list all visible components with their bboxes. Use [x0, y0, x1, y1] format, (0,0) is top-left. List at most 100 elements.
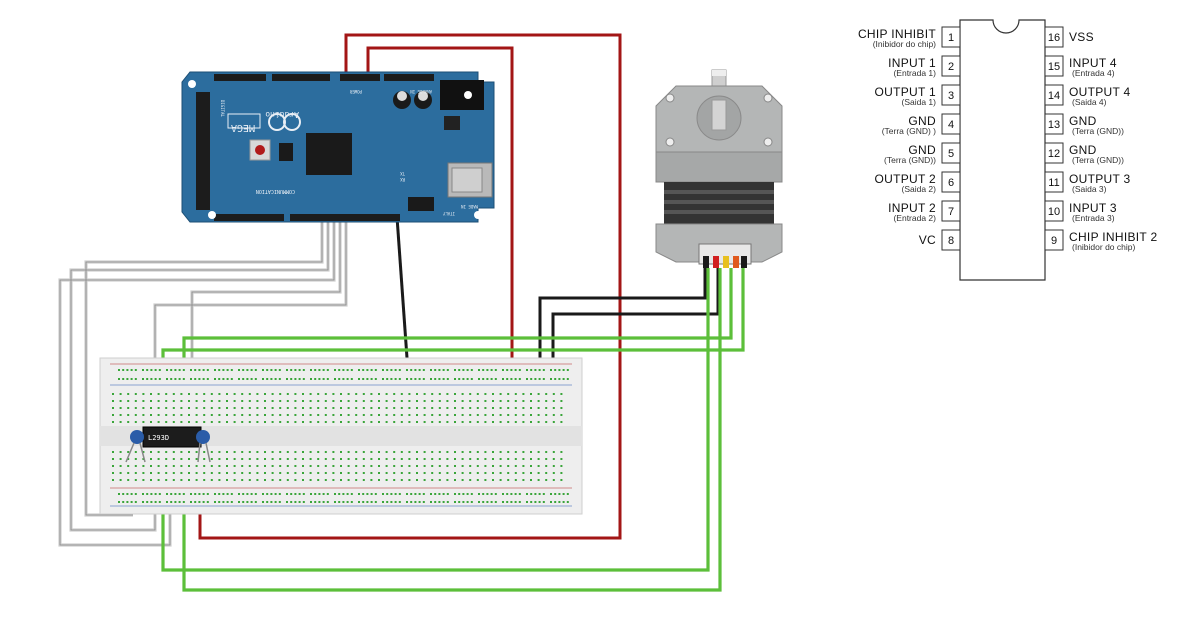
breadboard-hole: [309, 421, 312, 423]
breadboard-hole: [438, 369, 441, 371]
breadboard-hole: [294, 479, 297, 481]
breadboard-hole: [490, 493, 493, 495]
breadboard-hole: [172, 414, 175, 416]
breadboard-hole: [438, 393, 441, 395]
breadboard-hole: [182, 369, 185, 371]
breadboard-hole: [398, 501, 401, 503]
breadboard-hole: [385, 479, 388, 481]
breadboard-hole: [486, 369, 489, 371]
breadboard-hole: [358, 501, 360, 503]
pin-number: 6: [948, 177, 954, 189]
breadboard-hole: [324, 451, 327, 453]
breadboard-hole: [522, 414, 525, 416]
breadboard-hole: [182, 493, 185, 495]
breadboard-hole: [150, 421, 152, 423]
breadboard-hole: [112, 465, 114, 467]
breadboard-hole: [165, 465, 168, 467]
breadboard-hole: [350, 378, 353, 380]
breadboard-hole: [158, 501, 161, 503]
breadboard-hole: [334, 378, 336, 380]
breadboard-hole: [218, 451, 221, 453]
breadboard-hole: [194, 378, 197, 380]
breadboard-hole: [431, 400, 434, 402]
breadboard-hole: [522, 458, 525, 460]
breadboard-hole: [218, 369, 221, 371]
breadboard-hole: [248, 465, 251, 467]
breadboard-hole: [393, 393, 396, 395]
breadboard-hole: [430, 369, 432, 371]
breadboard-hole: [334, 369, 336, 371]
breadboard-hole: [154, 378, 157, 380]
breadboard-hole: [469, 400, 472, 402]
breadboard-hole: [233, 407, 236, 409]
breadboard-hole: [230, 501, 233, 503]
breadboard-hole: [309, 465, 312, 467]
breadboard-hole: [254, 501, 257, 503]
breadboard-hole: [370, 451, 373, 453]
pin-box: [1044, 55, 1064, 77]
breadboard-hole: [126, 493, 129, 495]
breadboard-hole: [469, 465, 472, 467]
breadboard-hole: [492, 421, 494, 423]
breadboard-hole: [174, 493, 177, 495]
breadboard-hole: [290, 378, 293, 380]
breadboard-hole: [214, 378, 216, 380]
breadboard-hole: [484, 407, 487, 409]
breadboard-hole: [400, 479, 403, 481]
breadboard-hole: [180, 451, 183, 453]
breadboard-hole: [514, 421, 517, 423]
breadboard-hole: [190, 501, 192, 503]
breadboard-hole: [218, 414, 221, 416]
breadboard-hole: [537, 472, 540, 474]
breadboard-hole: [226, 465, 228, 467]
breadboard-hole: [290, 493, 293, 495]
breadboard-hole: [264, 421, 266, 423]
breadboard-hole: [510, 501, 513, 503]
breadboard-hole: [560, 479, 563, 481]
breadboard-hole: [172, 393, 175, 395]
breadboard-hole: [469, 414, 472, 416]
breadboard-hole: [226, 407, 228, 409]
breadboard-hole: [302, 451, 304, 453]
breadboard-hole: [438, 400, 441, 402]
breadboard-hole: [499, 465, 502, 467]
breadboard-hole: [408, 479, 411, 481]
breadboard-hole: [507, 451, 510, 453]
breadboard-hole: [322, 378, 325, 380]
breadboard-hole: [370, 400, 373, 402]
breadboard-hole: [466, 378, 469, 380]
breadboard-hole: [446, 458, 449, 460]
breadboard-hole: [340, 407, 342, 409]
breadboard-hole: [332, 451, 335, 453]
breadboard-hole: [506, 493, 509, 495]
breadboard-hole: [423, 414, 426, 416]
breadboard-hole: [400, 400, 403, 402]
pin-description: (Entrada 3): [1072, 213, 1115, 223]
breadboard-hole: [454, 465, 456, 467]
breadboard-hole: [248, 407, 251, 409]
breadboard-hole: [250, 493, 253, 495]
breadboard-hole: [355, 451, 358, 453]
breadboard-hole: [400, 465, 403, 467]
breadboard-hole: [309, 458, 312, 460]
l293d-chip: L293D: [125, 426, 211, 463]
breadboard-hole: [309, 472, 312, 474]
breadboard-hole: [346, 493, 349, 495]
breadboard-hole: [410, 501, 413, 503]
breadboard-hole: [518, 501, 521, 503]
breadboard-hole: [410, 493, 413, 495]
pin-name: OUTPUT 3: [1069, 172, 1131, 186]
breadboard-hole: [142, 493, 144, 495]
communication-label: COMMUNICATION: [256, 188, 295, 194]
breadboard-hole: [290, 501, 293, 503]
breadboard-hole: [170, 493, 173, 495]
header-top-left: [214, 74, 266, 81]
pin-description: (Saida 3): [1072, 184, 1107, 194]
breadboard-hole: [560, 451, 563, 453]
breadboard-hole: [492, 451, 494, 453]
breadboard-hole: [126, 369, 129, 371]
breadboard-hole: [317, 479, 320, 481]
breadboard-hole: [446, 393, 449, 395]
pin-name: VC: [919, 233, 936, 247]
breadboard-hole: [210, 393, 213, 395]
